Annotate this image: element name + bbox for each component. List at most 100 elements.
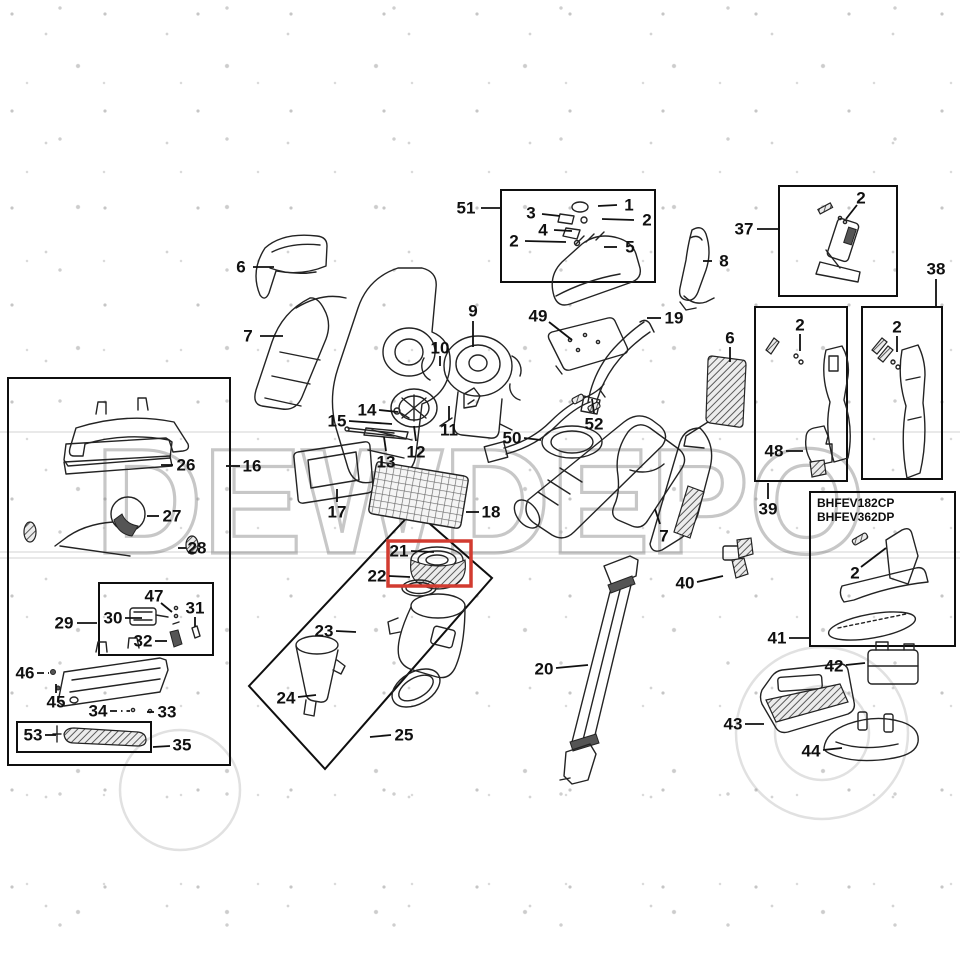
part-sketch-battery-43 [759,663,856,734]
callout-28: 28 [188,539,207,558]
part-sketch-screws-46-45 [50,669,61,691]
callout-9: 9 [468,302,477,321]
callout-6: 6 [725,329,734,348]
leader-line-35 [152,745,171,748]
callout-4: 4 [538,221,548,240]
leader-line-12 [413,425,417,442]
callout-29: 29 [55,614,74,633]
callout-51: 51 [457,199,476,218]
part-sketch-rod-15 [344,426,395,437]
callout-38: 38 [927,260,946,279]
part-sketch-handle-bracket-8 [678,227,715,311]
callout-45: 45 [47,693,66,712]
callout-41: 41 [768,629,787,648]
part-sketch-filter-ring-22 [401,579,437,597]
callout-39: 39 [759,500,778,519]
leader-line-15 [348,420,393,425]
leader-line-21 [410,550,435,553]
part-sketch-rear-shell [649,427,713,552]
part-sketch-floorhead-top-26 [63,397,190,475]
model-number-2: BHFEV362DP [817,510,894,524]
callout-12: 12 [407,443,426,462]
callout-31: 31 [186,599,205,618]
part-sketch-head-motor-30 [129,607,169,626]
part-sketch-small-parts-47-31-32 [169,605,201,648]
part-sketch-stand-39 [765,337,851,463]
part-sketch-upper-cover-6 [255,234,328,299]
leader-line-2 [601,218,635,221]
leader-line-52 [591,398,595,414]
callout-7: 7 [659,527,668,546]
part-sketch-pcb-49 [547,317,629,398]
callout-47: 47 [145,587,164,606]
group-box-29 [98,582,214,656]
callout-43: 43 [724,715,743,734]
callout-2: 2 [795,316,804,335]
part-sketch-floorhead-body-34 [57,637,169,714]
part-sketch-charger-44 [823,711,919,762]
callout-15: 15 [328,412,347,431]
callout-53: 53 [24,726,43,745]
leader-line-14 [378,409,399,413]
group-box-37 [778,185,898,297]
group-box-35 [16,721,152,753]
part-sketch-brush-roll-35 [52,725,147,747]
part-sketch-screw-14 [393,407,410,419]
callout-33: 33 [158,703,177,722]
part-sketch-clips-10 [421,355,522,401]
part-sketch-stand-38 [871,337,926,479]
leader-line-24 [297,694,317,698]
callout-2: 2 [642,211,651,230]
callout-7: 7 [243,327,252,346]
part-sketch-adapter-42 [867,641,919,685]
leader-line-20 [555,664,589,669]
leader-line-47 [160,602,173,613]
callout-2: 2 [856,189,865,208]
callout-26: 26 [177,456,196,475]
leader-line-2 [524,240,567,243]
callout-35: 35 [173,736,192,755]
group-box-25-rotated [247,508,494,771]
callout-5: 5 [625,238,634,257]
callout-17: 17 [328,503,347,522]
callout-32: 32 [134,632,153,651]
callout-52: 52 [585,415,604,434]
callout-2: 2 [892,318,901,337]
callout-48: 48 [765,442,784,461]
part-sketch-handle-housing-7 [254,295,347,410]
callout-6: 6 [236,258,245,277]
callout-2: 2 [850,564,859,583]
callout-13: 13 [377,453,396,472]
scan-line [0,551,960,553]
part-sketch-mini-vac-37 [815,202,861,283]
callout-8: 8 [719,252,728,271]
part-sketch-latch-40 [722,537,754,579]
leader-line-23 [335,630,357,633]
callout-18: 18 [482,503,501,522]
callout-19: 19 [665,309,684,328]
group-box-16 [7,377,231,766]
callout-2: 2 [509,232,518,251]
callout-23: 23 [315,622,334,641]
leader-line-25 [369,734,392,738]
part-sketch-clip-11 [463,387,481,409]
part-sketch-wall-mount-41 [827,527,929,641]
scan-line [0,557,960,559]
part-sketch-main-body [513,415,667,539]
part-sketch-wire-harness-50 [483,383,605,464]
part-sketch-lower-cover-7 [611,424,686,528]
callout-25: 25 [395,726,414,745]
leader-line-49 [548,321,573,341]
scan-line [0,431,960,433]
part-sketch-dust-bowl-23 [387,593,466,708]
part-sketch-brush-motor-27 [54,496,146,557]
leader-line-1 [597,204,618,207]
callout-50: 50 [503,429,522,448]
leader-line-13 [383,436,387,452]
callout-14: 14 [358,401,377,420]
leader-line-40 [696,575,724,583]
leader-line-7 [654,508,661,525]
callout-11: 11 [440,421,458,440]
leader-line-3 [541,213,561,217]
